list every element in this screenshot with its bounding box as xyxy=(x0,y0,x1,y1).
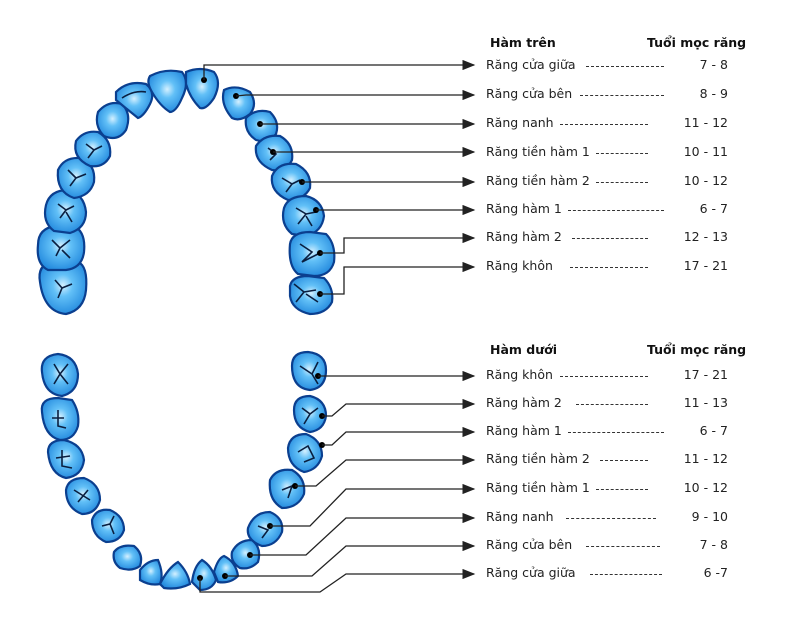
dotted-leader xyxy=(576,404,648,405)
upper-tooth-row: Răng cửa giữa 7 - 8 xyxy=(486,57,776,75)
lower-tooth-row: Răng nanh 9 - 10 xyxy=(486,509,776,527)
tooth-lower-r-molar1 xyxy=(286,432,324,474)
lower-age-header: Tuổi mọc răng xyxy=(647,342,747,357)
eruption-age: 7 - 8 xyxy=(699,57,728,72)
tooth-upper-r-wisdom xyxy=(288,274,334,316)
eruption-age: 10 - 12 xyxy=(683,173,728,188)
eruption-age: 6 - 7 xyxy=(699,423,728,438)
lower-fissures xyxy=(52,361,319,539)
upper-tooth-row: Răng tiền hàm 1 10 - 11 xyxy=(486,144,776,162)
tooth-lower-l-molar1 xyxy=(46,438,86,480)
lower-tooth-row: Răng tiền hàm 2 11 - 12 xyxy=(486,451,776,469)
dotted-leader xyxy=(560,376,648,377)
tooth-name: Răng hàm 1 xyxy=(486,423,562,438)
eruption-age: 17 - 21 xyxy=(683,258,728,273)
tooth-upper-l-canine xyxy=(95,101,130,140)
eruption-age: 12 - 13 xyxy=(683,229,728,244)
upper-tooth-row: Răng nanh 11 - 12 xyxy=(486,115,776,133)
tooth-upper-l-central xyxy=(147,69,188,114)
upper-jaw-title: Hàm trên xyxy=(490,35,556,50)
eruption-age: 10 - 11 xyxy=(683,144,728,159)
upper-tooth-row: Răng cửa bên 8 - 9 xyxy=(486,86,776,104)
tooth-name: Răng cửa bên xyxy=(486,537,573,552)
tooth-name: Răng khôn xyxy=(486,367,553,382)
tooth-name: Răng tiền hàm 1 xyxy=(486,144,590,159)
upper-tooth-row: Răng hàm 2 12 - 13 xyxy=(486,229,776,247)
upper-leader-lines xyxy=(203,59,476,295)
dotted-leader xyxy=(560,124,648,125)
tooth-upper-r-premolar2 xyxy=(270,162,312,202)
tooth-name: Răng cửa giữa xyxy=(486,565,576,580)
tooth-name: Răng nanh xyxy=(486,509,554,524)
dotted-leader xyxy=(568,210,664,211)
eruption-age: 17 - 21 xyxy=(683,367,728,382)
dotted-leader xyxy=(568,432,664,433)
tooth-lower-l-molar2 xyxy=(40,396,80,442)
dotted-leader xyxy=(580,95,664,96)
dotted-leader xyxy=(590,574,662,575)
tooth-lower-l-central xyxy=(158,560,192,590)
upper-tooth-row: Răng khôn 17 - 21 xyxy=(486,258,776,276)
lower-tooth-row: Răng cửa giữa 6 -7 xyxy=(486,565,776,583)
tooth-name: Răng cửa bên xyxy=(486,86,573,101)
eruption-age: 11 - 12 xyxy=(683,115,728,130)
lower-tooth-row: Răng cửa bên 7 - 8 xyxy=(486,537,776,555)
tooth-lower-l-lateral xyxy=(138,558,163,586)
dotted-leader xyxy=(586,546,660,547)
tooth-name: Răng tiền hàm 2 xyxy=(486,451,590,466)
eruption-age: 6 -7 xyxy=(703,565,728,580)
eruption-age: 10 - 12 xyxy=(683,480,728,495)
lower-tooth-row: Răng hàm 2 11 - 13 xyxy=(486,395,776,413)
tooth-name: Răng tiền hàm 2 xyxy=(486,173,590,188)
lower-leader-lines xyxy=(199,370,476,593)
tooth-lower-l-canine xyxy=(112,544,143,571)
tooth-name: Răng cửa giữa xyxy=(486,57,576,72)
eruption-age: 9 - 10 xyxy=(691,509,728,524)
lower-tooth-row: Răng tiền hàm 1 10 - 12 xyxy=(486,480,776,498)
lower-jaw-title: Hàm dưới xyxy=(490,342,557,357)
tooth-name: Răng nanh xyxy=(486,115,554,130)
dotted-leader xyxy=(572,238,648,239)
dotted-leader xyxy=(596,153,648,154)
eruption-age: 6 - 7 xyxy=(699,201,728,216)
tooth-lower-l-premolar1 xyxy=(90,508,126,544)
dotted-leader xyxy=(586,66,664,67)
lower-tooth-row: Răng hàm 1 6 - 7 xyxy=(486,423,776,441)
eruption-age: 11 - 12 xyxy=(683,451,728,466)
upper-fissures xyxy=(51,90,319,303)
upper-tooth-row: Răng hàm 1 6 - 7 xyxy=(486,201,776,219)
eruption-age: 11 - 13 xyxy=(683,395,728,410)
tooth-name: Răng hàm 2 xyxy=(486,229,562,244)
dotted-leader xyxy=(600,460,648,461)
dotted-leader xyxy=(566,518,656,519)
dotted-leader xyxy=(596,489,648,490)
tooth-lower-r-wisdom xyxy=(290,350,328,392)
lower-arch xyxy=(40,350,328,592)
eruption-age: 7 - 8 xyxy=(699,537,728,552)
tooth-upper-r-central xyxy=(184,67,220,110)
tooth-lower-r-central xyxy=(190,558,218,592)
tooth-name: Răng hàm 1 xyxy=(486,201,562,216)
tooth-lower-r-canine xyxy=(230,538,261,570)
dotted-leader xyxy=(596,182,648,183)
tooth-name: Răng hàm 2 xyxy=(486,395,562,410)
eruption-age: 8 - 9 xyxy=(699,86,728,101)
tooth-upper-r-molar2 xyxy=(288,230,336,278)
upper-arch xyxy=(36,67,336,316)
upper-tooth-row: Răng tiền hàm 2 10 - 12 xyxy=(486,173,776,191)
tooth-name: Răng tiền hàm 1 xyxy=(486,480,590,495)
dotted-leader xyxy=(570,267,648,268)
lower-tooth-row: Răng khôn 17 - 21 xyxy=(486,367,776,385)
upper-age-header: Tuổi mọc răng xyxy=(647,35,747,50)
tooth-name: Răng khôn xyxy=(486,258,553,273)
